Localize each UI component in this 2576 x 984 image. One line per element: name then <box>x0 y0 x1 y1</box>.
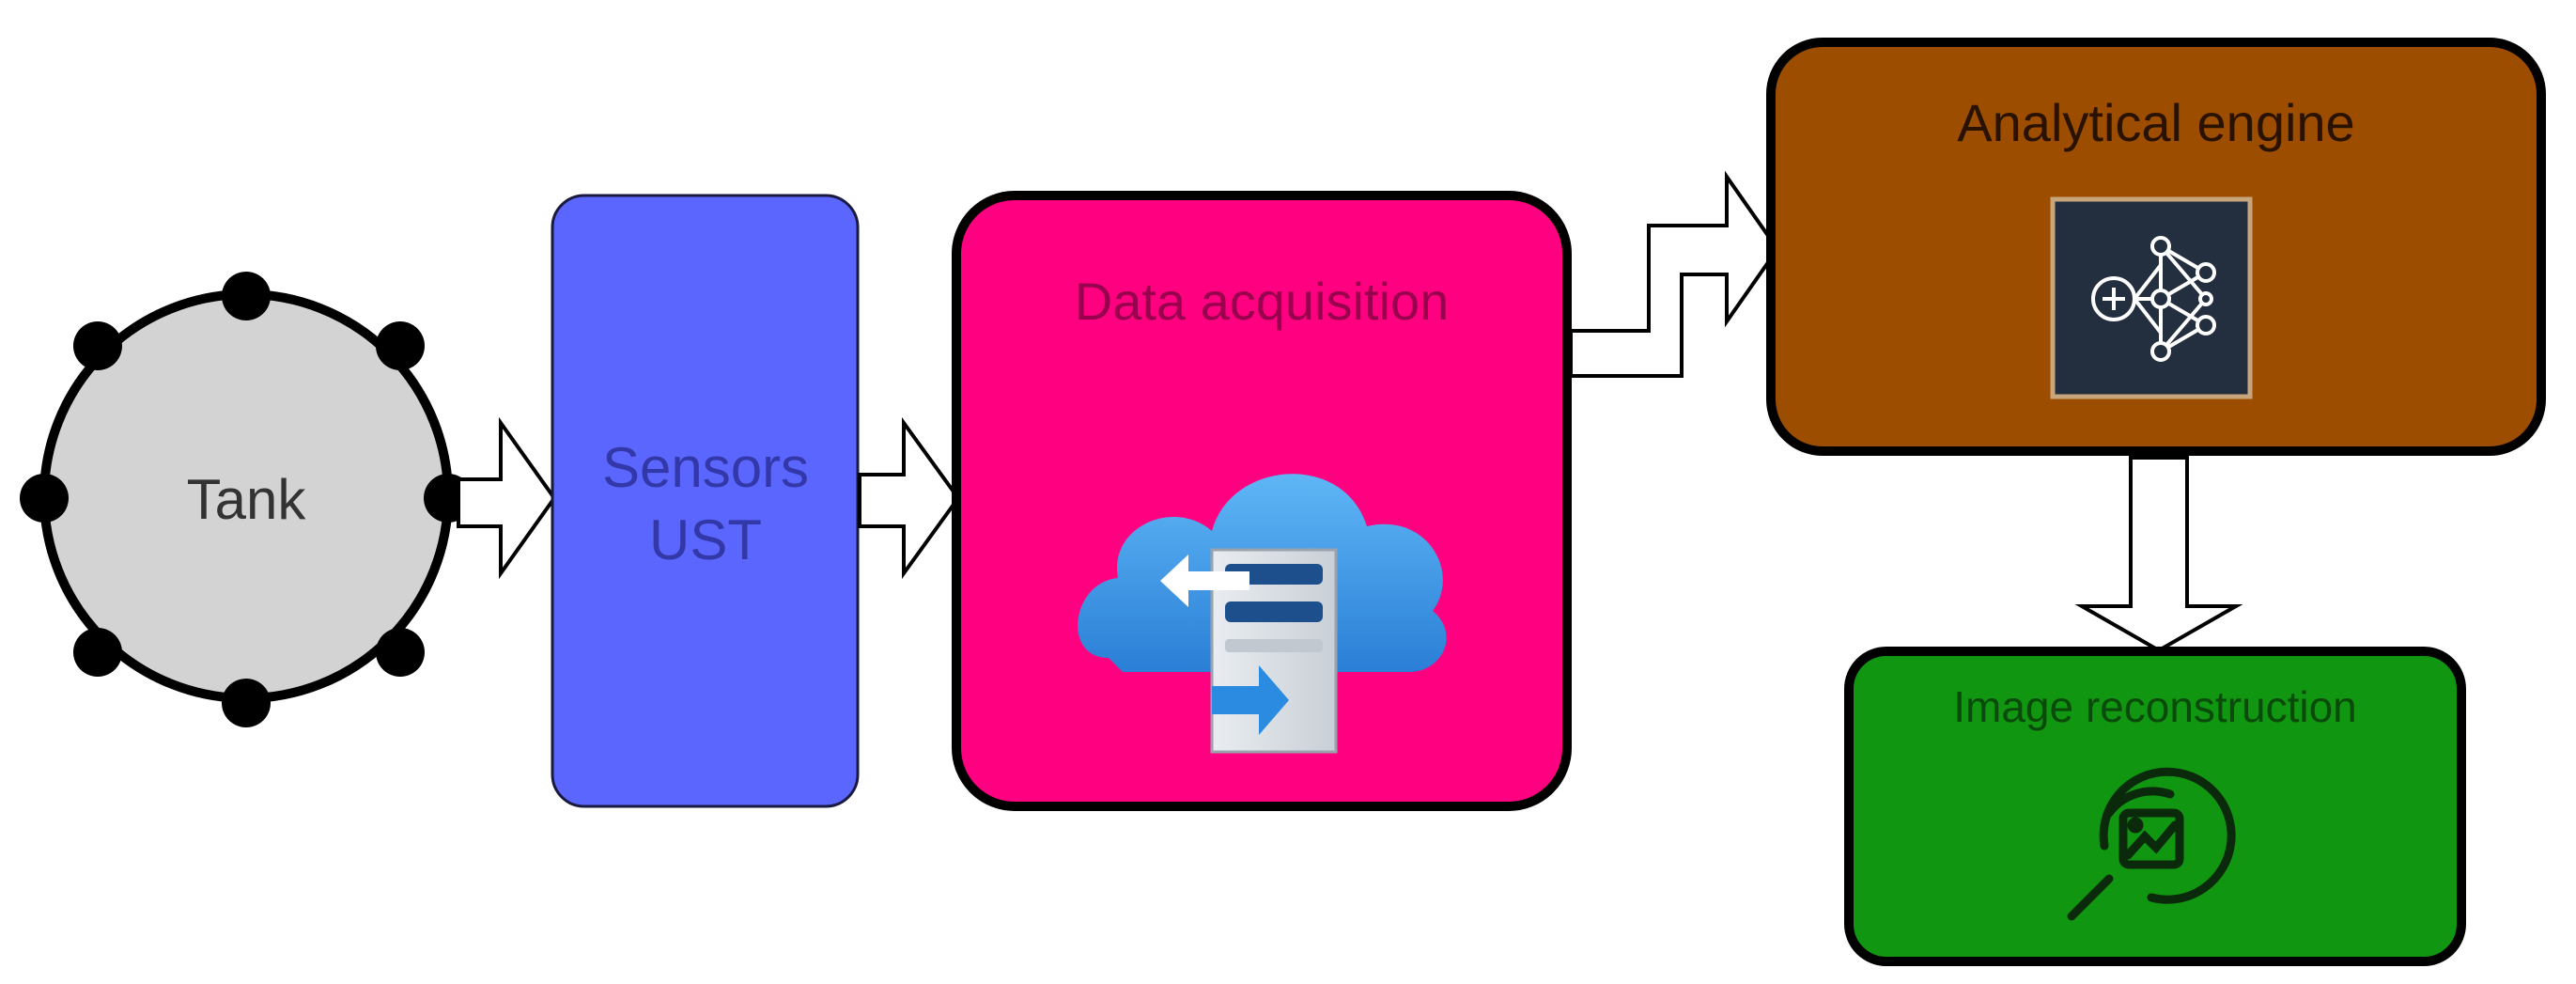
cloud-server-icon <box>1078 474 1447 754</box>
sensors-node: Sensors UST <box>551 194 860 808</box>
arrow-engine-to-reconstruction <box>2074 456 2243 653</box>
sensor-dot <box>222 272 271 320</box>
tank-label: Tank <box>187 468 307 531</box>
analytical-engine-node: Analytical engine <box>1766 38 2546 456</box>
sensors-box <box>551 194 860 808</box>
sensors-label-line2: UST <box>649 508 762 571</box>
image-search-icon <box>2067 767 2236 921</box>
image-reconstruction-box <box>1844 647 2466 966</box>
arrow-acquisition-to-engine <box>1569 170 1780 378</box>
image-reconstruction-node: Image reconstruction <box>1844 647 2466 966</box>
tank-node: Tank <box>20 272 473 727</box>
sensor-dot <box>376 321 425 370</box>
arrow-tank-to-sensors <box>457 416 557 580</box>
sensor-dot <box>73 321 122 370</box>
neural-network-icon <box>2050 196 2253 399</box>
sensor-dot <box>222 679 271 727</box>
image-reconstruction-label: Image reconstruction <box>1953 682 2357 731</box>
sensor-dot <box>376 628 425 677</box>
sensor-dot <box>20 474 69 523</box>
data-acquisition-label: Data acquisition <box>1075 272 1449 331</box>
analytical-engine-label: Analytical engine <box>1957 93 2354 152</box>
data-acquisition-node: Data acquisition <box>952 191 1572 811</box>
sensors-label-line1: Sensors <box>602 436 809 499</box>
arrow-sensors-to-acquisition <box>858 416 961 580</box>
sensor-dot <box>73 628 122 677</box>
